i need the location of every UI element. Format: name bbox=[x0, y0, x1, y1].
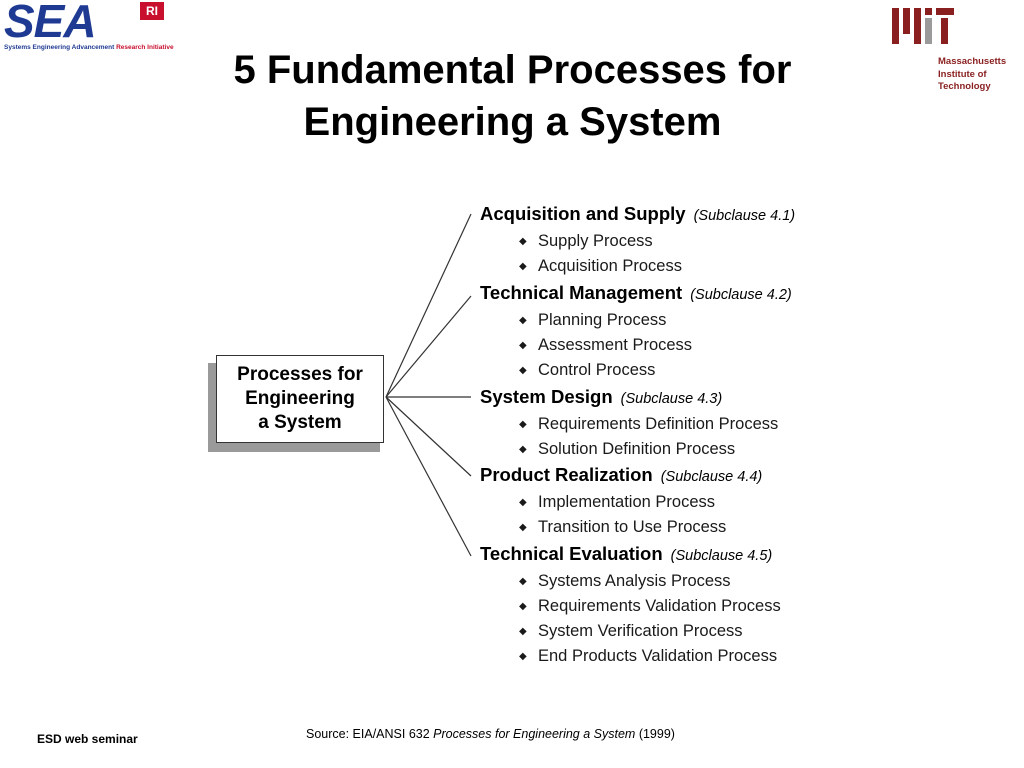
list-item: ◆ Systems Analysis Process bbox=[519, 571, 731, 592]
bullet-icon: ◆ bbox=[519, 236, 527, 247]
list-item: ◆ Transition to Use Process bbox=[519, 517, 726, 538]
group-name: System Design bbox=[480, 386, 613, 407]
bullet-icon: ◆ bbox=[519, 601, 527, 612]
root-line-1: Processes for bbox=[237, 364, 363, 385]
item-label: Acquisition Process bbox=[538, 257, 682, 275]
group-subclause: (Subclause 4.4) bbox=[660, 469, 763, 485]
item-label: Implementation Process bbox=[538, 493, 715, 511]
source-prefix: Source: EIA/ANSI 632 bbox=[306, 727, 434, 741]
group-product-realization: Product Realization (Subclause 4.4) bbox=[480, 464, 762, 488]
sea-ri-logo: SEA RI Systems Engineering Advancement R… bbox=[2, 0, 174, 56]
sea-logo-text: SEA bbox=[4, 0, 97, 47]
mit-logo: Massachusetts Institute of Technology bbox=[888, 6, 1018, 96]
title-line-2: Engineering a System bbox=[303, 100, 722, 144]
mit-name-line3: Technology bbox=[938, 81, 991, 92]
item-label: Requirements Validation Process bbox=[538, 597, 781, 615]
item-label: Supply Process bbox=[538, 232, 653, 250]
group-name: Technical Evaluation bbox=[480, 543, 663, 564]
root-line-3: a System bbox=[258, 412, 342, 433]
mit-name-line2: Institute of bbox=[938, 68, 987, 80]
group-technical-evaluation: Technical Evaluation (Subclause 4.5) bbox=[480, 543, 772, 567]
group-system-design: System Design (Subclause 4.3) bbox=[480, 386, 722, 410]
footer-seminar-label: ESD web seminar bbox=[37, 732, 138, 746]
list-item: ◆ Requirements Definition Process bbox=[519, 414, 778, 435]
group-name: Acquisition and Supply bbox=[480, 203, 686, 224]
list-item: ◆ End Products Validation Process bbox=[519, 646, 777, 667]
ri-badge: RI bbox=[140, 2, 164, 20]
footer-source-citation: Source: EIA/ANSI 632 Processes for Engin… bbox=[306, 727, 675, 741]
list-item: ◆ System Verification Process bbox=[519, 621, 743, 642]
group-name: Product Realization bbox=[480, 464, 653, 485]
group-subclause: (Subclause 4.2) bbox=[690, 287, 792, 303]
bullet-icon: ◆ bbox=[519, 340, 527, 351]
item-label: Systems Analysis Process bbox=[538, 572, 731, 590]
group-name: Technical Management bbox=[480, 282, 683, 303]
sea-subtitle-a: Systems Engineering Advancement bbox=[4, 44, 117, 51]
list-item: ◆ Assessment Process bbox=[519, 335, 692, 356]
group-subclause: (Subclause 4.3) bbox=[620, 391, 723, 407]
item-label: Planning Process bbox=[538, 311, 667, 329]
root-process-box: Processes for Engineering a System bbox=[216, 355, 384, 443]
source-suffix: (1999) bbox=[635, 727, 675, 741]
item-label: Transition to Use Process bbox=[538, 518, 727, 536]
bullet-icon: ◆ bbox=[519, 419, 527, 430]
mit-name-line1: Massachusetts bbox=[938, 56, 1007, 67]
list-item: ◆ Solution Definition Process bbox=[519, 439, 735, 460]
item-label: System Verification Process bbox=[538, 622, 743, 640]
connector-technical-evaluation bbox=[385, 396, 472, 557]
bullet-icon: ◆ bbox=[519, 522, 527, 533]
bullet-icon: ◆ bbox=[519, 576, 527, 587]
bullet-icon: ◆ bbox=[519, 497, 527, 508]
group-subclause: (Subclause 4.1) bbox=[693, 208, 796, 224]
item-label: End Products Validation Process bbox=[538, 647, 778, 665]
root-line-2: Engineering bbox=[245, 388, 355, 409]
list-item: ◆ Implementation Process bbox=[519, 492, 715, 513]
bullet-icon: ◆ bbox=[519, 365, 527, 376]
connector-technical-management bbox=[385, 295, 472, 398]
list-item: ◆ Control Process bbox=[519, 360, 655, 381]
bullet-icon: ◆ bbox=[519, 626, 527, 637]
list-item: ◆ Supply Process bbox=[519, 231, 653, 252]
source-title: Processes for Engineering a System bbox=[433, 727, 636, 741]
slide-title: 5 Fundamental Processes for Engineering … bbox=[140, 44, 885, 148]
bullet-icon: ◆ bbox=[519, 261, 527, 272]
title-line-1: 5 Fundamental Processes for bbox=[233, 48, 792, 92]
bullet-icon: ◆ bbox=[519, 315, 527, 326]
sea-logo-subtitle: Systems Engineering Advancement Research… bbox=[4, 44, 174, 51]
list-item: ◆ Acquisition Process bbox=[519, 256, 682, 277]
item-label: Solution Definition Process bbox=[538, 440, 736, 458]
connector-acquisition-supply bbox=[385, 213, 472, 398]
mit-name: Massachusetts Institute of Technology bbox=[938, 56, 1006, 94]
item-label: Requirements Definition Process bbox=[538, 415, 779, 433]
list-item: ◆ Requirements Validation Process bbox=[519, 596, 781, 617]
item-label: Assessment Process bbox=[538, 336, 693, 354]
group-acquisition-supply: Acquisition and Supply (Subclause 4.1) bbox=[480, 203, 795, 227]
list-item: ◆ Planning Process bbox=[519, 310, 666, 331]
bullet-icon: ◆ bbox=[519, 651, 527, 662]
mit-logo-icon bbox=[892, 8, 954, 44]
bullet-icon: ◆ bbox=[519, 444, 527, 455]
group-technical-management: Technical Management (Subclause 4.2) bbox=[480, 282, 792, 306]
sea-subtitle-b: Research Initiative bbox=[116, 44, 174, 51]
connector-product-realization bbox=[385, 396, 472, 477]
item-label: Control Process bbox=[538, 361, 656, 379]
group-subclause: (Subclause 4.5) bbox=[670, 548, 773, 564]
